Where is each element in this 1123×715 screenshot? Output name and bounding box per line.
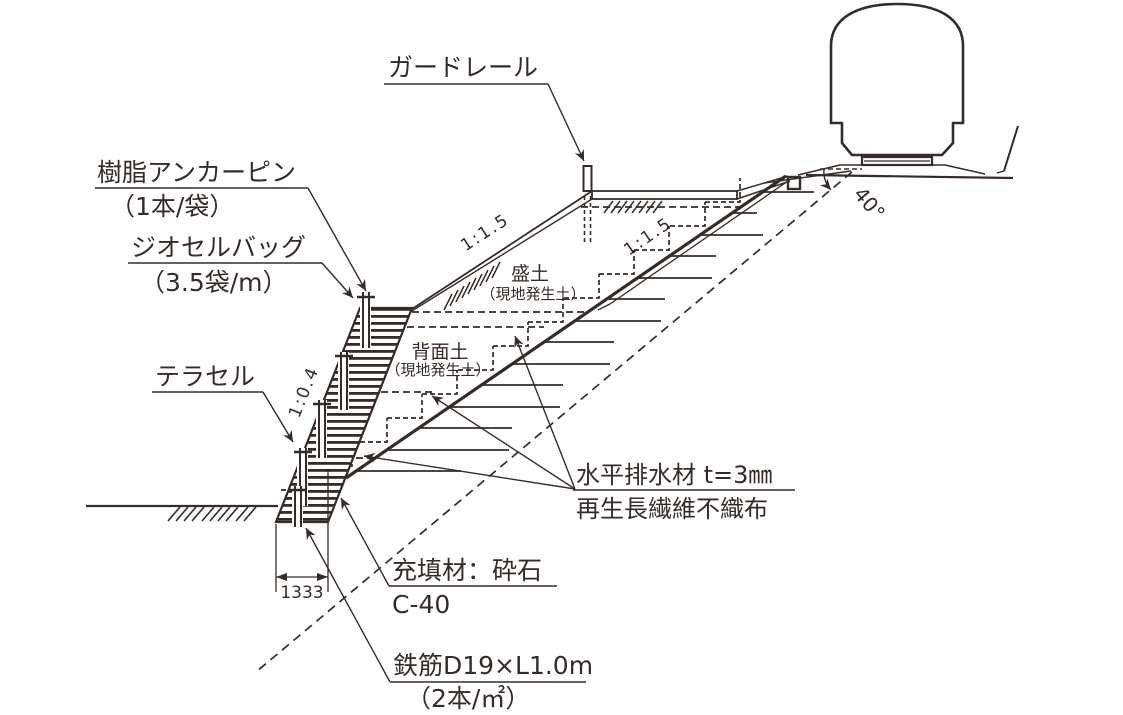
guardrail-post <box>582 165 593 192</box>
anchor-pin-2 <box>335 352 353 410</box>
natural-slope-inner-line <box>597 180 789 311</box>
base-width-dimension: 1333 <box>275 470 329 603</box>
benching-steps <box>281 178 741 491</box>
geocell-bag-leader <box>321 262 354 299</box>
failure-plane-dashed-line <box>255 171 853 673</box>
drain-label-line1: 水平排水材 t=3㎜ <box>576 461 772 489</box>
anchor-pin-1 <box>357 292 375 348</box>
bench-ground-hatch <box>603 200 663 214</box>
embankment-label-line1: 盛土 <box>511 263 549 285</box>
geocell-bag-label-line2: （3.5袋/m） <box>140 268 288 297</box>
geocell-bag-label-line1: ジオセルバッグ <box>131 233 306 262</box>
crest-marker-square <box>786 175 802 191</box>
anchor-pins <box>289 292 375 527</box>
anchor-pin-label-line1: 樹脂アンカーピン <box>97 158 296 187</box>
anchor-pin-3 <box>313 400 331 458</box>
terracell-leader <box>262 391 294 443</box>
leader-lines <box>262 83 585 683</box>
drain-leader-2 <box>514 335 576 490</box>
formation-line <box>797 164 986 176</box>
bench-road-slab <box>591 190 738 200</box>
dim-arrow-left <box>276 573 287 581</box>
dimension-value: 1333 <box>280 583 323 603</box>
dim-arrow-right <box>317 573 328 581</box>
left-ground-hatch <box>167 506 257 522</box>
rebar-label-line1: 鉄筋D19×L1.0m <box>393 651 593 680</box>
drain-leader-1 <box>431 395 576 490</box>
natural-slope-gradient-label: 1:1.5 <box>620 213 675 260</box>
fill-material-label-line2: C-40 <box>392 590 450 619</box>
rebar-label-line2: （2本/㎡） <box>406 684 530 713</box>
anchor-pin-leader <box>307 187 367 292</box>
drain-leader-3 <box>363 452 576 490</box>
terracell-label: テラセル <box>155 362 255 391</box>
anchor-pin-5 <box>289 486 307 527</box>
backfill-label-line2: （現地発生土） <box>385 361 490 379</box>
embankment-label-line2: （現地発生土） <box>480 285 585 303</box>
vegetation-hatch <box>443 261 501 311</box>
train-clearance-outline <box>829 2 965 157</box>
backfill-label-line1: 背面土 <box>411 341 468 363</box>
drain-label-line2: 再生長繊維不織布 <box>576 495 768 523</box>
natural-slope-thick-line <box>345 174 787 480</box>
subgrade-line <box>805 173 1014 180</box>
catenary-pole <box>996 125 1019 174</box>
failure-angle-label: 40° <box>849 182 890 225</box>
guardrail-label: ガードレール <box>388 53 538 82</box>
upper-slope-face <box>406 190 593 315</box>
track-slab <box>860 155 934 167</box>
rebar-leader <box>305 527 391 683</box>
callout-underlines <box>95 83 795 683</box>
anchor-pin-label-line2: （1本/袋） <box>110 192 234 221</box>
guardrail-leader <box>547 83 585 162</box>
fill-material-leader <box>340 497 390 587</box>
fill-material-label-line1: 充填材：砕石 <box>392 556 542 585</box>
angle-arc-arrow <box>819 168 832 191</box>
natural-ground-hatch-lines <box>354 191 814 472</box>
